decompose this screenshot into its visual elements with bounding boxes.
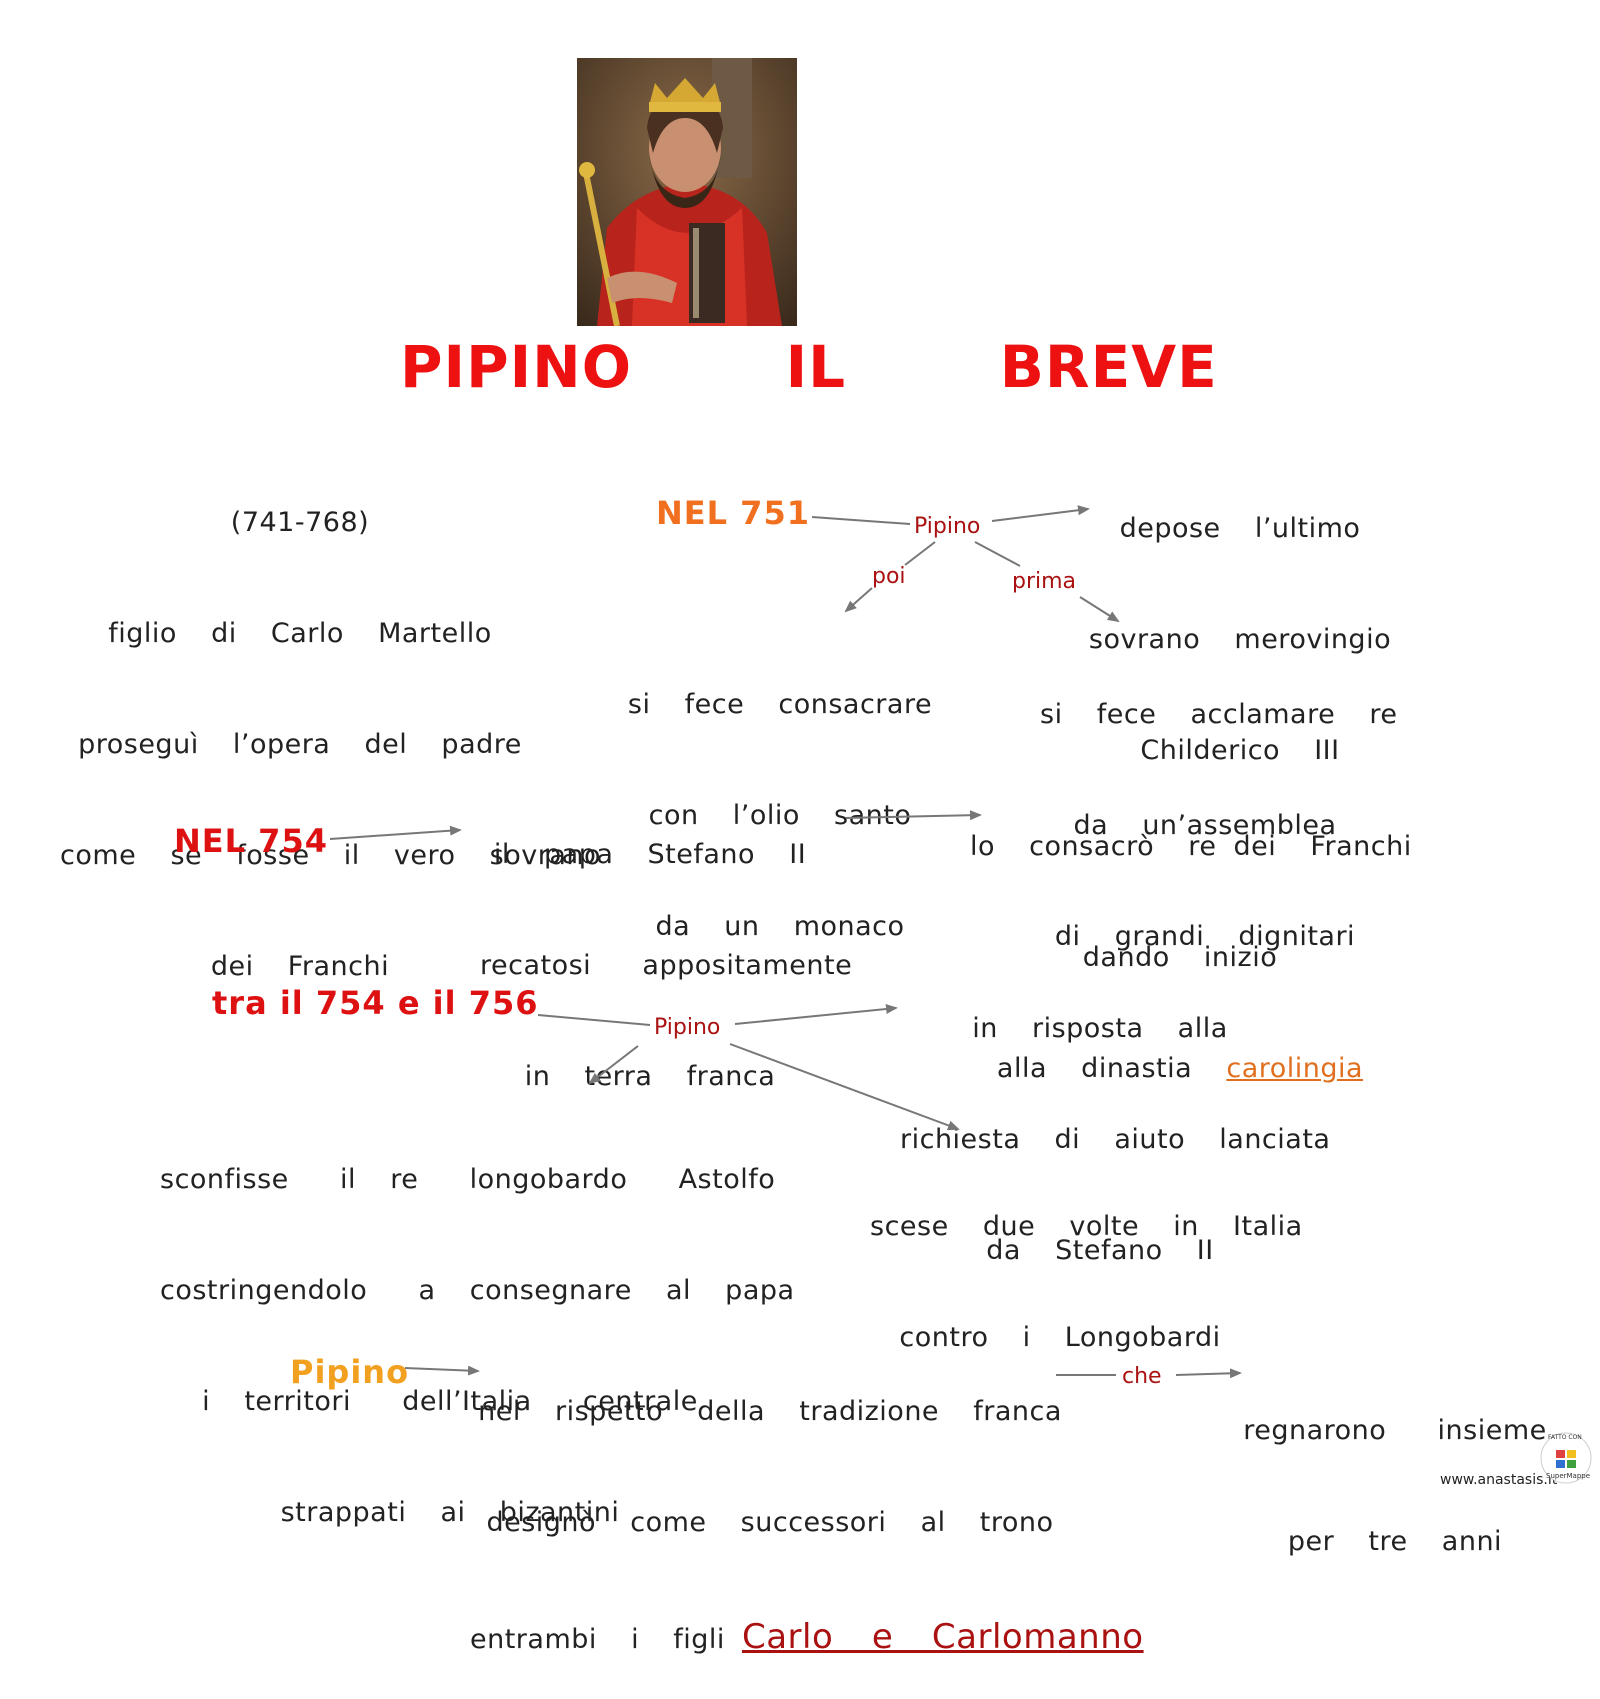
deposed-block: depose l’ultimo sovrano merovingio Child…	[1080, 436, 1400, 806]
consecrated-block: si fece consacrare con l’olio santo da u…	[620, 612, 940, 982]
intro-line: proseguì l’opera del padre	[78, 729, 522, 760]
carolingian-prefix: alla dinastia	[996, 1053, 1227, 1084]
date-754: NEL 754	[174, 822, 328, 860]
intro-years: (741-768)	[230, 507, 370, 538]
carolingian-line: lo consacrò re dei Franchi	[970, 831, 1412, 862]
arrow-pipino-to-deposed	[991, 505, 1090, 522]
arrow-poi-to-consecrated	[844, 587, 873, 613]
arrow-pipino-to-defeated	[588, 1045, 639, 1085]
portrait-pipino	[577, 58, 797, 326]
badge-bottom-text: SuperMappe	[1546, 1472, 1591, 1480]
carolingian-line: dando inizio	[1082, 942, 1278, 973]
label-poi: poi	[872, 564, 906, 589]
badge-top-text: FATTO CON	[1548, 1434, 1582, 1441]
supermappe-logo-icon	[1540, 1432, 1592, 1484]
consecrated-line: da un monaco	[655, 911, 905, 942]
arrow-pipino-to-descended	[729, 1043, 960, 1131]
carolingian-block: lo consacrò re dei Franchi dando inizio …	[970, 754, 1412, 1124]
arrow-pipino-to-response	[734, 1004, 898, 1025]
pope-block: il papa Stefano II recatosi appositament…	[480, 762, 853, 1132]
deposed-line: sovrano merovingio	[1088, 624, 1392, 655]
arrow-pipino-to-succession	[404, 1365, 480, 1376]
connector-arrows	[329, 505, 1242, 1379]
acclaimed-line: di grandi dignitari	[1054, 921, 1356, 952]
consecrated-line: con l’olio santo	[648, 800, 912, 831]
node-pipino-751: Pipino	[914, 514, 981, 539]
arrow-prima-to-acclaimed	[1079, 596, 1120, 623]
date-754-756: tra il 754 e il 756	[212, 984, 539, 1022]
label-pipino-succession: Pipino	[290, 1353, 410, 1391]
deposed-line: Childerico III	[1140, 735, 1340, 766]
response-block: in risposta alla richiesta di aiuto lanc…	[900, 936, 1331, 1306]
portrait-image	[577, 58, 797, 326]
arrow-754-to-pope	[329, 825, 462, 840]
consecrated-line: si fece consacrare	[627, 689, 933, 720]
succession-line: designò come successori al trono	[486, 1507, 1054, 1538]
response-line: richiesta di aiuto lanciata	[900, 1124, 1331, 1155]
intro-block: (741-768) figlio di Carlo Martello prose…	[60, 430, 601, 1022]
succession-line: nel rispetto della tradizione franca	[478, 1396, 1062, 1427]
deposed-line: depose l’ultimo	[1119, 513, 1361, 544]
pope-line: recatosi appositamente	[480, 950, 853, 981]
intro-line: figlio di Carlo Martello	[108, 618, 492, 649]
response-line: in risposta alla	[972, 1013, 1228, 1044]
supermappe-badge: FATTO CON SuperMappe	[1540, 1432, 1592, 1484]
footer-site: www.anastasis.it	[1440, 1472, 1558, 1488]
pope-line: il papa Stefano II	[493, 839, 807, 870]
node-pipino-754-756: Pipino	[654, 1015, 721, 1040]
carolingia-link[interactable]: carolingia	[1226, 1053, 1364, 1084]
succession-prefix: entrambi i figli	[470, 1624, 742, 1655]
carolingian-line3: alla dinastia carolingia	[970, 1050, 1390, 1087]
arrow-751-to-pipino	[811, 516, 911, 525]
arrow-che-to-reigned	[1175, 1368, 1242, 1379]
arrow-pope-to-carolingian	[845, 810, 982, 821]
defeated-line: i territori dell’Italia centrale	[202, 1386, 698, 1417]
descended-line: contro i Longobardi	[899, 1322, 1221, 1353]
arrow-754756-to-pipino	[537, 1014, 651, 1026]
arrow-pipino-to-prima	[974, 541, 1021, 567]
arrow-pipino-to-poi	[904, 541, 936, 566]
page-title: PIPINO IL BREVE	[400, 333, 1218, 401]
acclaimed-line: da un’assemblea	[1073, 810, 1337, 841]
intro-line: dei Franchi	[210, 951, 390, 982]
carlo-carlomanno-link[interactable]: Carlo e Carlomanno	[741, 1617, 1144, 1657]
response-line: da Stefano II	[986, 1235, 1214, 1266]
date-751: NEL 751	[656, 494, 810, 532]
label-che: che	[1122, 1364, 1162, 1389]
pope-line: in terra franca	[524, 1061, 776, 1092]
defeated-line: sconfisse il re longobardo Astolfo	[160, 1164, 776, 1195]
label-prima: prima	[1012, 569, 1077, 594]
reigned-line: per tre anni	[1287, 1526, 1503, 1557]
succession-line3: entrambi i figli Carlo e Carlomanno	[470, 1615, 1143, 1662]
reigned-line: regnarono insieme	[1243, 1415, 1547, 1446]
